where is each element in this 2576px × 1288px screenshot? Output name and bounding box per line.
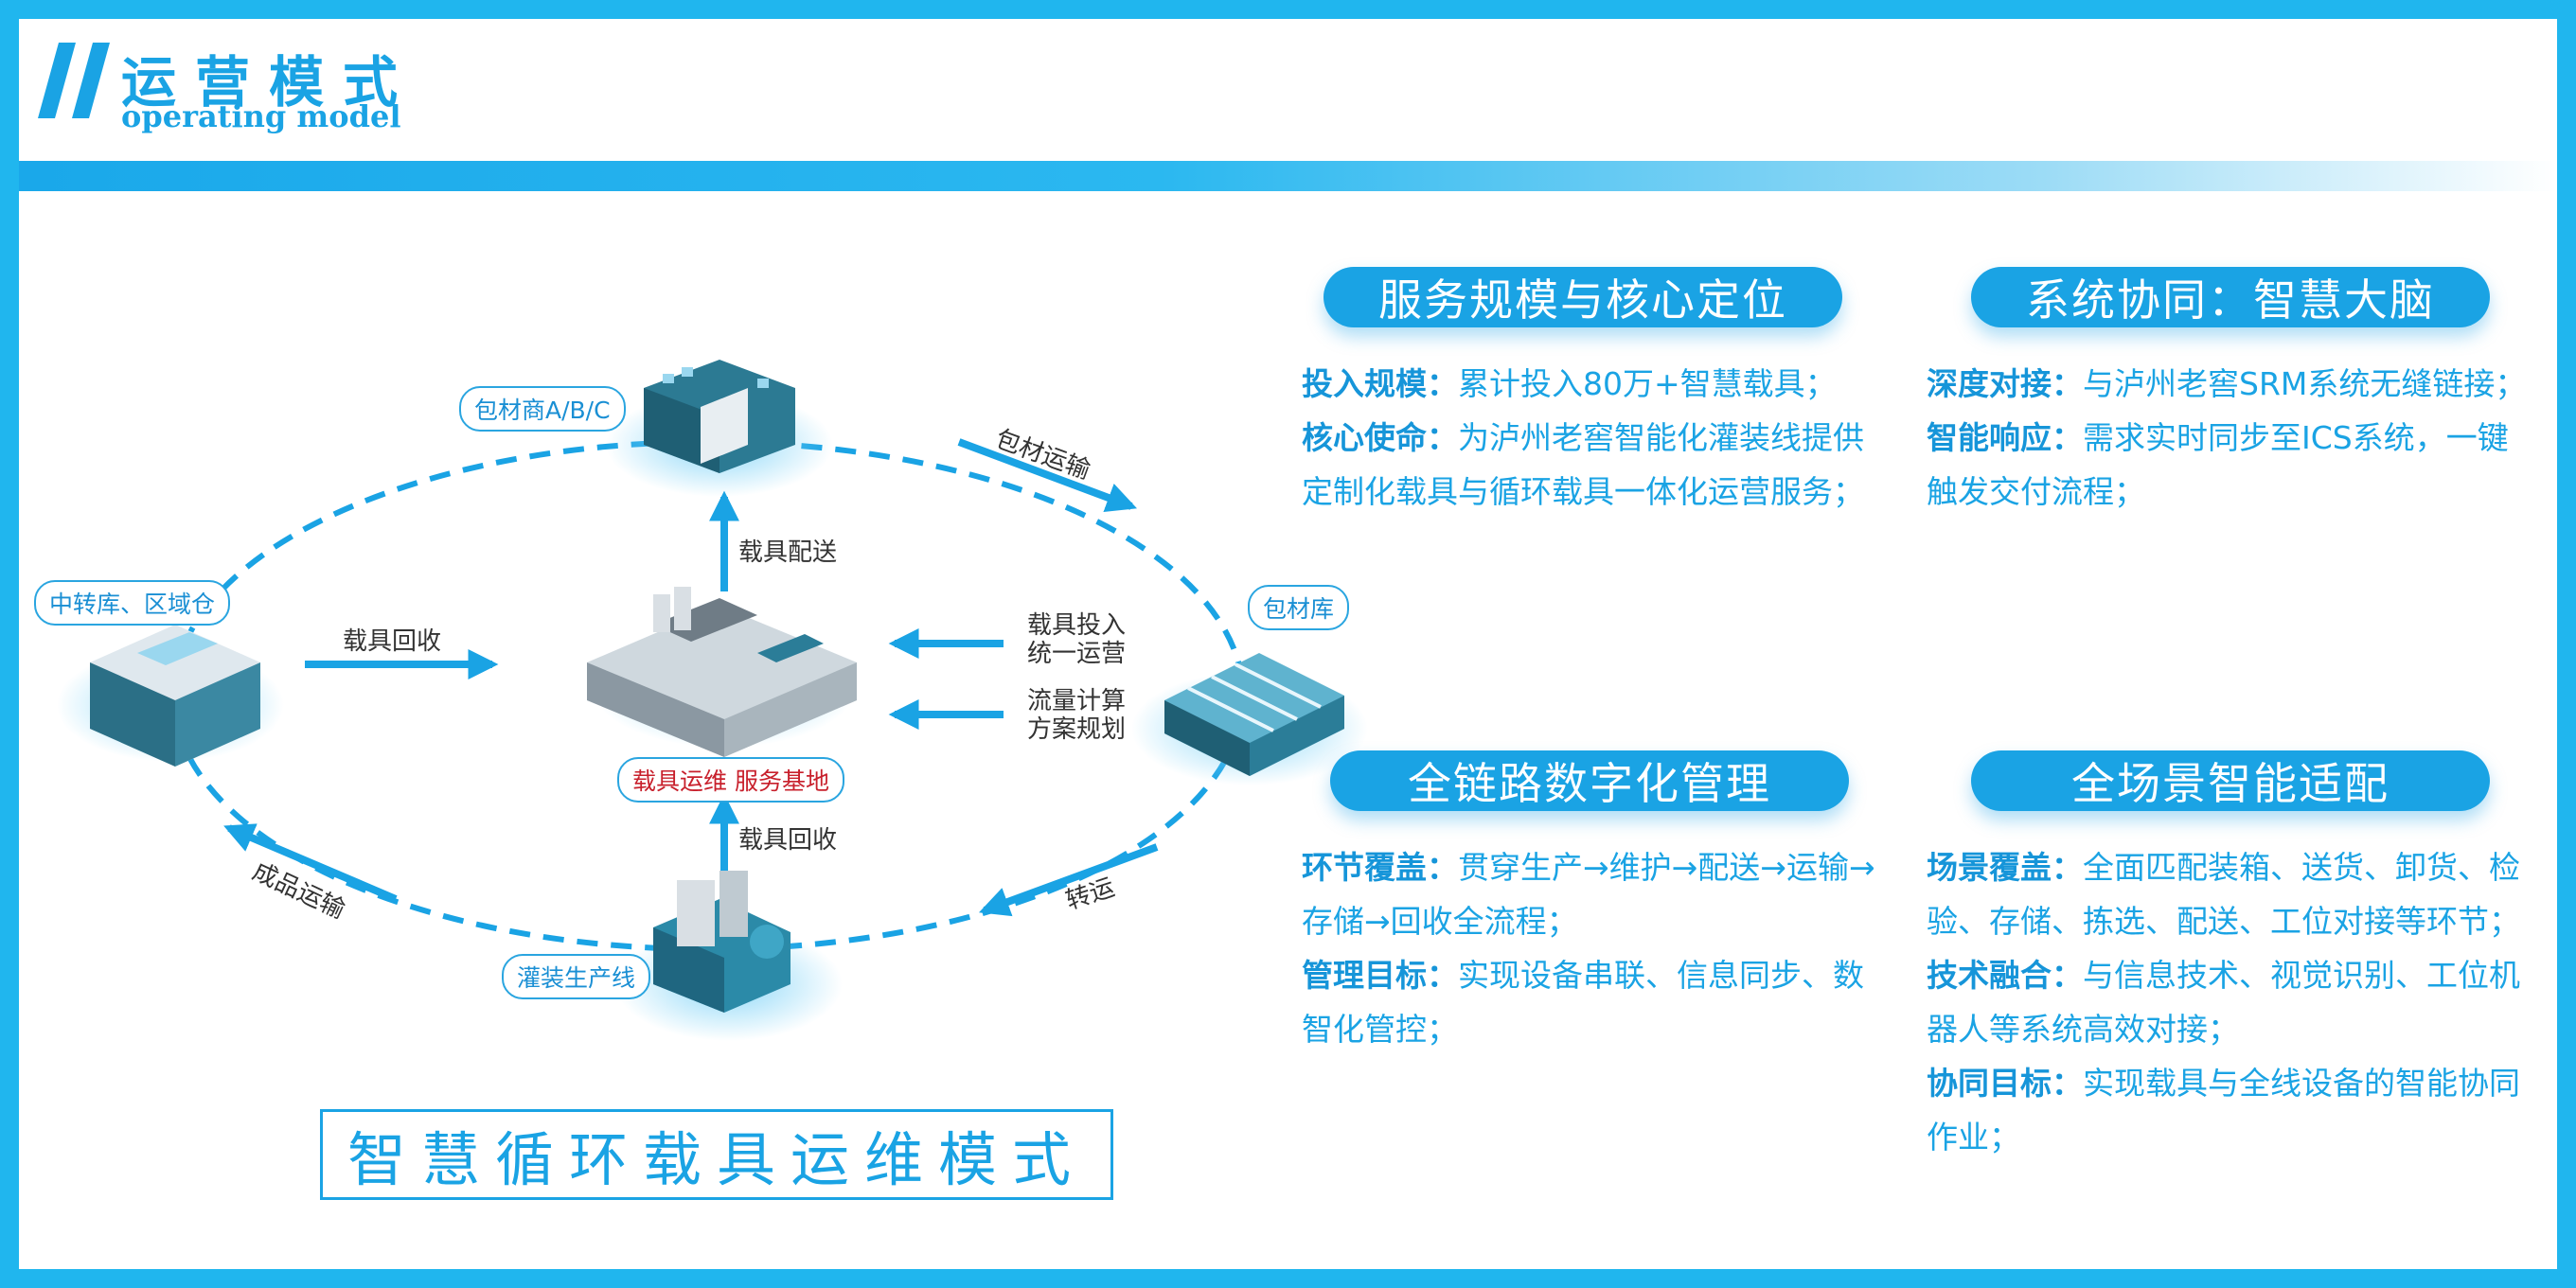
card-title-digital: 全链路数字化管理 xyxy=(1330,750,1849,811)
flow-calc-2: 方案规划 xyxy=(1027,715,1127,744)
header-stripe xyxy=(19,161,2557,191)
card-item: 环节覆盖：贯穿生产→维护→配送→运输→存储→回收全流程； xyxy=(1302,849,1875,940)
flow-carrier-recycle-bottom: 载具回收 xyxy=(738,826,838,855)
card-title-system: 系统协同：智慧大脑 xyxy=(1971,267,2490,327)
node-base-label: 载具运维 服务基地 xyxy=(617,757,844,803)
filling-line-icon xyxy=(653,871,791,1013)
transit-warehouse-icon xyxy=(90,625,260,767)
card-item: 协同目标：实现载具与全线设备的智能协同作业； xyxy=(1927,1065,2520,1156)
node-warehouse-label: 包材库 xyxy=(1248,585,1350,630)
flow-calc-1: 流量计算 xyxy=(1027,687,1127,715)
service-base-icon xyxy=(587,587,857,757)
card-item: 智能响应：需求实时同步至ICS系统，一键触发交付流程； xyxy=(1927,419,2509,510)
card-title-scale: 服务规模与核心定位 xyxy=(1324,267,1842,327)
flow-carrier-recycle-left: 载具回收 xyxy=(343,627,442,656)
flow-carrier-delivery: 载具配送 xyxy=(738,538,838,567)
factory-building-icon xyxy=(644,360,795,473)
mode-title-box: 智慧循环载具运维模式 xyxy=(320,1109,1113,1200)
page-title: 运营模式 xyxy=(121,50,417,115)
mode-title: 智慧循环载具运维模式 xyxy=(346,1125,1086,1194)
card-item: 深度对接：与泸州老窖SRM系统无缝链接； xyxy=(1927,365,2527,402)
card-title-scenario: 全场景智能适配 xyxy=(1971,750,2490,811)
card-item: 核心使命：为泸州老窖智能化灌装线提供定制化载具与循环载具一体化运营服务； xyxy=(1302,419,1864,510)
arrow-transfer xyxy=(978,843,1159,917)
arrow-product-transport xyxy=(223,823,398,903)
card-item: 场景覆盖：全面匹配装箱、送货、卸货、检验、存储、拣选、配送、工位对接等环节； xyxy=(1927,849,2520,940)
page-subtitle: operating model xyxy=(121,98,401,134)
arrow-supplier-transport xyxy=(957,438,1137,513)
flow-carrier-input-1: 载具投入 xyxy=(1027,611,1127,640)
card-body-scale: 投入规模：累计投入80万+智慧载具； 核心使命：为泸州老窖智能化灌装线提供定制化… xyxy=(1302,357,1879,519)
node-transit-label: 中转库、区域仓 xyxy=(34,580,231,626)
flow-carrier-input-2: 统一运营 xyxy=(1027,640,1127,668)
logo-slash-icon xyxy=(38,43,110,118)
packaging-warehouse-icon xyxy=(1164,653,1344,776)
card-item: 技术融合：与信息技术、视觉识别、工位机器人等系统高效对接； xyxy=(1927,957,2520,1048)
card-body-system: 深度对接：与泸州老窖SRM系统无缝链接； 智能响应：需求实时同步至ICS系统，一… xyxy=(1927,357,2532,519)
node-supplier-label: 包材商A/B/C xyxy=(459,386,626,432)
card-body-scenario: 场景覆盖：全面匹配装箱、送货、卸货、检验、存储、拣选、配送、工位对接等环节； 技… xyxy=(1927,840,2532,1164)
card-item: 投入规模：累计投入80万+智慧载具； xyxy=(1302,365,1837,402)
node-line-label: 灌装生产线 xyxy=(502,954,651,999)
card-body-digital: 环节覆盖：贯穿生产→维护→配送→运输→存储→回收全流程； 管理目标：实现设备串联… xyxy=(1302,840,1879,1056)
card-item: 管理目标：实现设备串联、信息同步、数智化管控； xyxy=(1302,957,1864,1048)
